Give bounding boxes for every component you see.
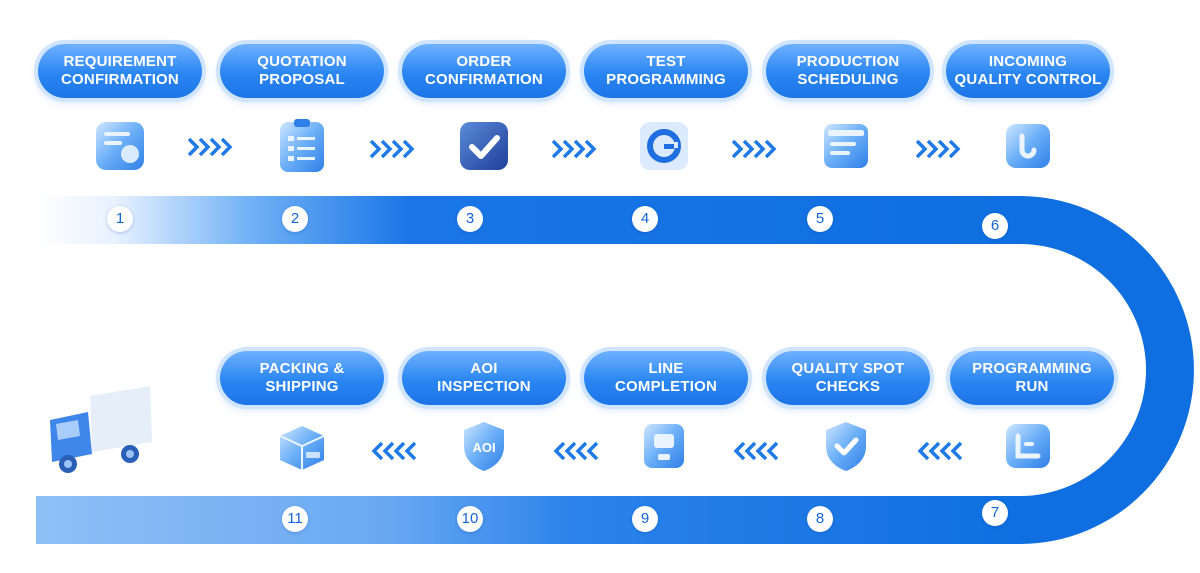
sensor-icon	[1006, 124, 1050, 168]
step-8-number: 8	[807, 506, 833, 532]
step-5-number: 5	[807, 206, 833, 232]
step-6-number: 6	[982, 213, 1008, 239]
step-11-number: 11	[282, 506, 308, 532]
chevrons-left-icon	[733, 441, 779, 461]
step-1-label: REQUIREMENT CONFIRMATION	[38, 44, 202, 98]
aoi-shield-icon: AOI	[464, 422, 504, 471]
chevrons-right-icon	[369, 139, 415, 159]
step-4-label: TEST PROGRAMMING	[584, 44, 748, 98]
step-10-label: AOI INSPECTION	[402, 351, 566, 405]
chevrons-left-icon	[371, 441, 417, 461]
step-3-number: 3	[457, 206, 483, 232]
chevrons-left-icon	[917, 441, 963, 461]
step-9-label: LINE COMPLETION	[584, 351, 748, 405]
step-7-number: 7	[982, 500, 1008, 526]
chevrons-right-icon	[187, 137, 233, 157]
package-icon	[279, 426, 325, 470]
step-11-label: PACKING & SHIPPING	[220, 351, 384, 405]
checkmark-icon	[460, 122, 508, 170]
shield-check-icon	[826, 422, 866, 471]
step-9-number: 9	[632, 506, 658, 532]
step-8-label: QUALITY SPOT CHECKS	[766, 351, 930, 405]
track-curve	[1020, 196, 1194, 544]
delivery-truck-icon	[50, 382, 152, 473]
chevrons-left-icon	[553, 441, 599, 461]
svg-text:AOI: AOI	[472, 440, 495, 455]
device-icon	[644, 424, 684, 468]
step-5-label: PRODUCTION SCHEDULING	[766, 44, 930, 98]
step-7-label: PROGRAMMING RUN	[950, 351, 1114, 405]
clipboard-icon	[280, 119, 324, 172]
step-10-number: 10	[457, 506, 483, 532]
step-3-label: ORDER CONFIRMATION	[402, 44, 566, 98]
chat-doc-icon	[96, 122, 144, 170]
calendar-list-icon	[824, 124, 868, 168]
step-6-label: INCOMING QUALITY CONTROL	[946, 44, 1110, 98]
g-logo-icon	[640, 122, 688, 170]
chevrons-right-icon	[551, 139, 597, 159]
chip-icon	[1006, 424, 1050, 468]
track-top	[36, 196, 1020, 244]
step-1-number: 1	[107, 206, 133, 232]
chevrons-right-icon	[915, 139, 961, 159]
step-4-number: 4	[632, 206, 658, 232]
track-bottom	[36, 496, 1020, 544]
step-2-number: 2	[282, 206, 308, 232]
step-2-label: QUOTATION PROPOSAL	[220, 44, 384, 98]
chevrons-right-icon	[731, 139, 777, 159]
